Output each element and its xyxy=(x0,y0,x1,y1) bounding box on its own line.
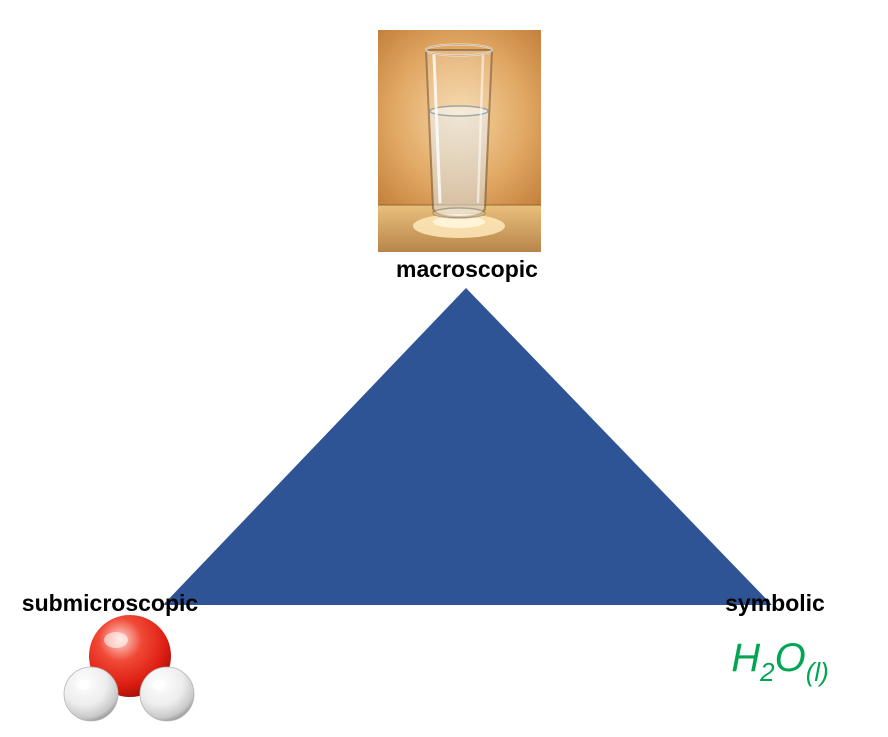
label-macroscopic: macroscopic xyxy=(396,256,538,282)
formula-subscript-2: 2 xyxy=(760,657,775,687)
triangle-polygon xyxy=(163,288,772,605)
water-molecule-icon xyxy=(50,612,210,732)
glass-of-water-image xyxy=(378,30,541,252)
formula-o: O xyxy=(774,636,806,680)
glass-of-water-graphic xyxy=(378,30,541,252)
formula-h: H xyxy=(731,636,761,680)
label-symbolic: symbolic xyxy=(725,590,825,616)
hydrogen-atom-right xyxy=(139,666,195,722)
formula-state-subscript: (l) xyxy=(805,657,829,687)
label-submicroscopic: submicroscopic xyxy=(21,590,199,616)
hydrogen-atom-left xyxy=(63,666,119,722)
water-molecule-graphic xyxy=(63,615,195,722)
chemical-formula: H2O(l) xyxy=(690,636,870,687)
